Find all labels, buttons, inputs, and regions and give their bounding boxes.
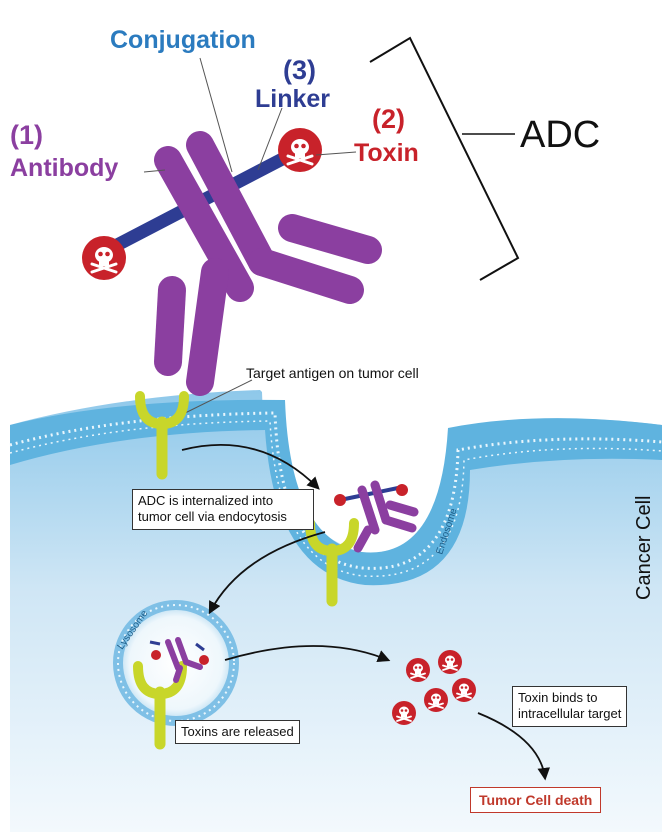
- linker-number: (3): [283, 55, 316, 85]
- binds-line-2: intracellular target: [518, 706, 622, 722]
- internalized-line-1: ADC is internalized into: [138, 493, 274, 508]
- conjugation-label: Conjugation: [110, 26, 256, 54]
- cancer-cell-label: Cancer Cell: [633, 496, 655, 600]
- linker-label: Linker: [255, 85, 331, 113]
- antibody-label: Antibody: [10, 154, 119, 182]
- antibody-fragments: [149, 637, 209, 683]
- toxins-released-text: Toxins are released: [181, 724, 294, 739]
- internalized-callout: ADC is internalized into tumor cell via …: [132, 489, 314, 530]
- arrow-to-lysosome: [208, 531, 326, 615]
- adc-bracket: [369, 36, 520, 281]
- antibody-number: (1): [10, 120, 43, 150]
- binds-line-1: Toxin binds to: [518, 690, 598, 705]
- toxin-label: Toxin: [354, 139, 419, 167]
- target-antigen-label: Target antigen on tumor cell: [246, 365, 419, 381]
- antibody-large: [80, 126, 382, 396]
- arrow-internalize: [181, 444, 320, 490]
- antibody-endosome: [334, 480, 419, 553]
- tumor-death-box: Tumor Cell death: [470, 787, 602, 813]
- toxins-released-callout: Toxins are released: [175, 720, 300, 745]
- binds-target-callout: Toxin binds to intracellular target: [512, 686, 628, 727]
- cancer-cell: [9, 390, 662, 832]
- arrow-death: [477, 712, 550, 781]
- internalized-line-2: tumor cell via endocytosis: [138, 509, 287, 525]
- arrow-release: [224, 645, 391, 662]
- toxin-number: (2): [372, 104, 405, 134]
- adc-label: ADC: [520, 114, 601, 156]
